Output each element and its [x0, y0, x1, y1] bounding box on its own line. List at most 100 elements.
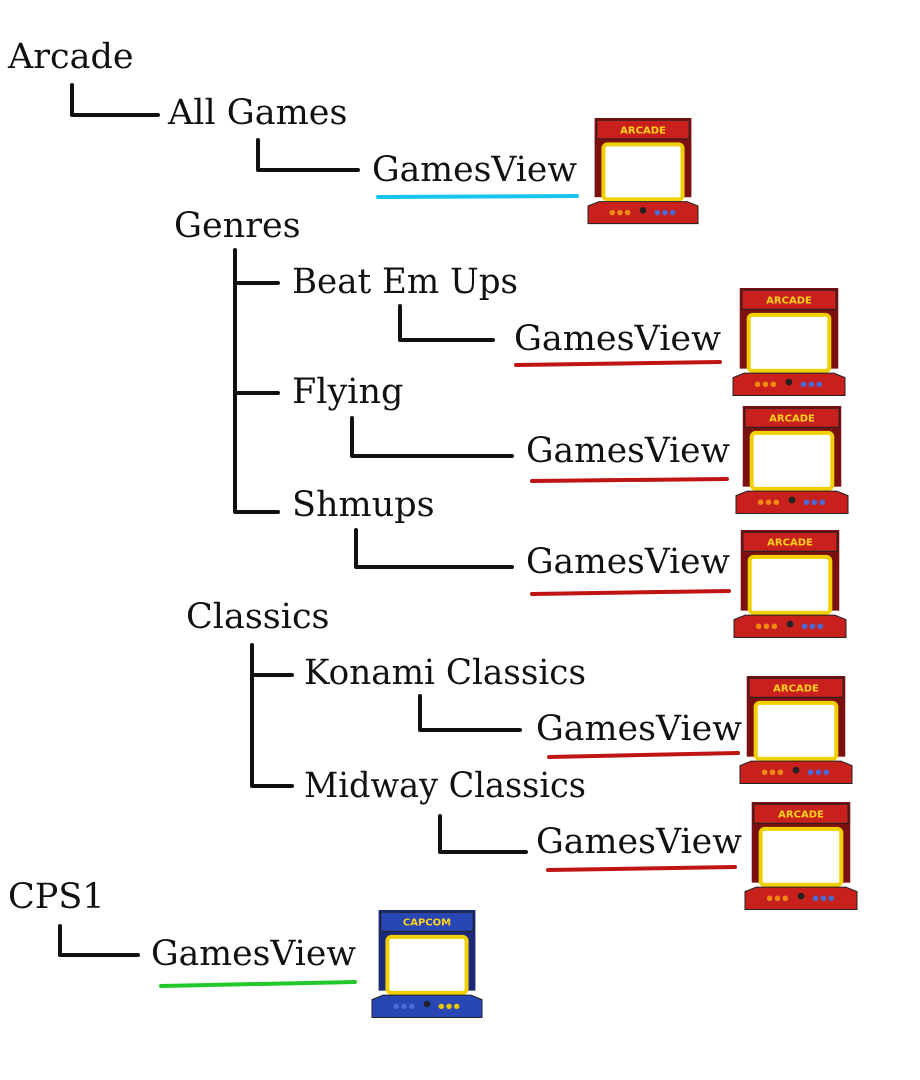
- cabinet-joystick: [785, 378, 793, 386]
- node-allgames-gamesview: GamesView: [372, 150, 577, 190]
- cabinet-marquee-text: ARCADE: [773, 684, 819, 695]
- connector-flying-view: [350, 416, 514, 458]
- connector-shmups-view: [354, 528, 514, 569]
- cabinet-button: [773, 499, 780, 506]
- cabinet-allgames: ARCADE: [587, 118, 699, 225]
- underline-beatemups-view: [514, 360, 722, 367]
- cabinet-button: [771, 623, 778, 630]
- cabinet-button: [766, 895, 773, 902]
- underline-flying-view: [530, 477, 729, 483]
- cabinet-joystick: [797, 892, 805, 900]
- node-konami-classics: Konami Classics: [304, 653, 586, 693]
- node-arcade: Arcade: [7, 37, 134, 77]
- cabinet-button: [763, 623, 770, 630]
- cabinet-button: [765, 499, 772, 506]
- cabinet-screen: [746, 312, 832, 373]
- cabinet-button: [815, 769, 822, 776]
- cabinet-marquee: [748, 677, 844, 698]
- connector-arcade-allgames: [70, 83, 160, 117]
- connector-konami-view: [418, 694, 522, 732]
- cabinet-button: [777, 769, 784, 776]
- connector-cps1-view: [58, 924, 140, 957]
- cabinet-button: [819, 499, 826, 506]
- cabinet-button: [803, 499, 810, 506]
- cabinet-button: [446, 1003, 452, 1010]
- cabinet-marquee-text: ARCADE: [778, 810, 824, 821]
- cabinet-button: [820, 895, 827, 902]
- connector-beatemups-view: [398, 304, 495, 342]
- cabinet-button: [662, 209, 668, 216]
- cabinet-joystick: [788, 496, 796, 504]
- node-flying-gamesview: GamesView: [526, 431, 730, 471]
- cabinet-screen: [758, 826, 844, 887]
- node-genres: Genres: [174, 206, 301, 246]
- connector-classics-trunk: [250, 643, 294, 788]
- node-beat-em-ups: Beat Em Ups: [292, 262, 518, 302]
- cabinet-button: [816, 381, 823, 388]
- cabinet-marquee: [596, 119, 690, 140]
- node-cps1: CPS1: [8, 877, 105, 917]
- cabinet-marquee-text: ARCADE: [766, 296, 812, 307]
- node-midway-classics: Midway Classics: [304, 766, 586, 806]
- node-shmups: Shmups: [292, 485, 435, 525]
- cabinet-konami: ARCADE: [739, 676, 853, 785]
- cabinet-button: [823, 769, 830, 776]
- node-classics: Classics: [186, 597, 330, 637]
- cabinet-screen: [601, 142, 685, 202]
- cabinet-button: [624, 209, 631, 216]
- cabinet-button: [762, 381, 769, 388]
- underline-shmups-view: [530, 589, 731, 596]
- cabinet-button: [761, 769, 768, 776]
- cabinet-button: [754, 381, 761, 388]
- cabinet-screen: [747, 554, 833, 615]
- cabinet-marquee-text: ARCADE: [620, 125, 666, 136]
- cabinet-button: [769, 769, 776, 776]
- cabinet-button: [408, 1003, 415, 1010]
- cabinet-button: [800, 381, 807, 388]
- cabinet-marquee-text: ARCADE: [769, 414, 815, 425]
- cabinet-screen: [749, 430, 835, 491]
- node-flying: Flying: [292, 372, 403, 412]
- cabinet-button: [770, 381, 777, 388]
- cabinet-button: [774, 895, 781, 902]
- cabinet-button: [817, 623, 824, 630]
- cabinet-button: [393, 1003, 399, 1010]
- cabinet-marquee: [742, 531, 838, 552]
- cabinet-icons: ARCADEARCADEARCADEARCADEARCADEARCADECAPC…: [371, 118, 858, 1019]
- cabinet-joystick: [423, 1000, 431, 1008]
- cabinet-beatemups: ARCADE: [732, 288, 846, 397]
- cabinet-button: [609, 209, 615, 216]
- cabinet-marquee: [744, 407, 840, 428]
- node-all-games: All Games: [167, 93, 347, 133]
- connector-genres-trunk: [233, 248, 280, 514]
- cabinet-button: [438, 1003, 445, 1010]
- cabinet-shmups: ARCADE: [733, 530, 847, 639]
- cabinet-joystick: [792, 766, 800, 774]
- cabinet-button: [811, 499, 818, 506]
- cabinet-midway: ARCADE: [744, 802, 858, 911]
- cabinet-joystick: [639, 207, 647, 214]
- cabinet-button: [812, 895, 819, 902]
- node-beatemups-gamesview: GamesView: [514, 319, 721, 359]
- underline-konami-view: [547, 751, 740, 759]
- cabinet-joystick: [786, 620, 794, 628]
- node-cps1-gamesview: GamesView: [151, 934, 356, 974]
- node-konami-gamesview: GamesView: [536, 709, 742, 749]
- node-shmups-gamesview: GamesView: [526, 542, 730, 582]
- cabinet-button: [782, 895, 789, 902]
- cabinet-button: [757, 499, 764, 506]
- cabinet-button: [808, 381, 815, 388]
- cabinet-button: [669, 209, 676, 216]
- cabinet-flying: ARCADE: [735, 406, 849, 515]
- cabinet-button: [809, 623, 816, 630]
- cabinet-button: [801, 623, 808, 630]
- cabinet-button: [807, 769, 814, 776]
- cabinet-marquee-text: ARCADE: [767, 538, 813, 549]
- underline-cps1-view: [159, 980, 357, 988]
- cabinet-button: [453, 1003, 460, 1010]
- cabinet-screen: [753, 700, 839, 761]
- cabinet-button: [401, 1003, 407, 1010]
- node-midway-gamesview: GamesView: [536, 822, 742, 862]
- cabinet-button: [654, 209, 661, 216]
